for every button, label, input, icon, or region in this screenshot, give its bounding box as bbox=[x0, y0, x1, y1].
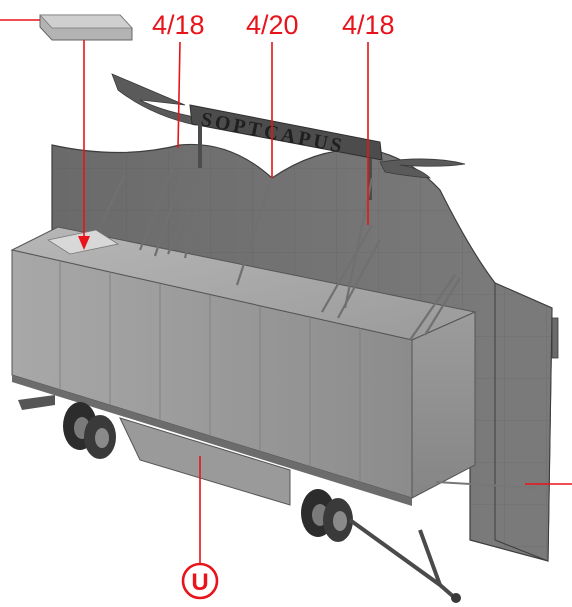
tow-bar bbox=[348, 481, 541, 603]
marker-u: U bbox=[181, 562, 219, 600]
leader-left-strut bbox=[177, 41, 181, 149]
support-struts bbox=[102, 149, 461, 341]
roof-unit-part bbox=[39, 14, 133, 41]
trailer bbox=[10, 226, 477, 506]
arrowhead-icon bbox=[78, 236, 90, 250]
callout-left-strut: 4/18 bbox=[152, 10, 205, 40]
marker-u-label: U bbox=[191, 569, 208, 596]
wheels bbox=[18, 395, 353, 542]
back-wall bbox=[51, 143, 559, 562]
callout-right-strut: 4/18 bbox=[342, 10, 395, 40]
leader-lines bbox=[0, 19, 572, 566]
callout-center-strut: 4/20 bbox=[246, 10, 299, 40]
